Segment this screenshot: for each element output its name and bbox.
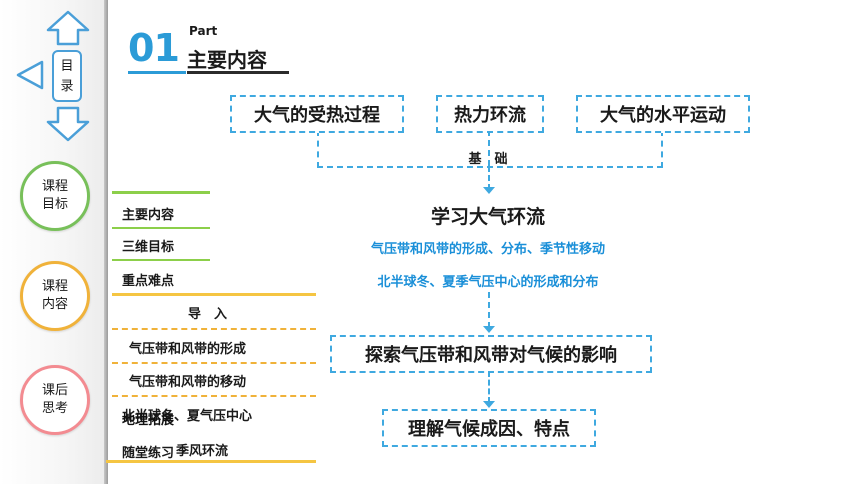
menu-item-movement[interactable]: 气压带和风带的移动 — [129, 375, 247, 390]
arrow-up-icon[interactable] — [44, 8, 92, 48]
connector-line — [488, 166, 490, 190]
arrow-head-icon — [483, 401, 495, 408]
section-number: 01 — [128, 26, 180, 70]
menu-item-pressure-centers[interactable]: 北半球冬、夏气压中心 — [122, 409, 253, 424]
menu-item-extension[interactable]: 地理拓展 — [122, 413, 175, 428]
connector-line — [488, 371, 490, 403]
divider — [112, 328, 316, 330]
part-label: Part — [189, 24, 218, 38]
menu-item-monsoon[interactable]: 季风环流 — [176, 444, 229, 459]
connector-bracket — [317, 130, 663, 168]
circle-label: 思考 — [41, 401, 68, 416]
menu-item-formation[interactable]: 气压带和风带的形成 — [129, 342, 247, 357]
circle-label: 目标 — [41, 197, 68, 212]
menu-item-intro[interactable]: 导 入 — [188, 307, 228, 322]
box-explore: 探索气压带和风带对气候的影响 — [330, 335, 652, 373]
divider — [112, 227, 210, 229]
menu-item-3d-goals[interactable]: 三维目标 — [122, 240, 175, 255]
connector-line — [488, 292, 490, 328]
circle-label: 课程 — [41, 279, 68, 294]
toc-char: 录 — [60, 79, 74, 94]
subtitle-line-2: 北半球冬、夏季气压中心的形成和分布 — [377, 275, 599, 290]
circle-label: 课程 — [41, 179, 68, 194]
box-horizontal-motion: 大气的水平运动 — [576, 95, 750, 133]
course-goal-button[interactable]: 课程目标 — [20, 161, 90, 231]
divider — [112, 191, 210, 194]
circle-label: 内容 — [41, 297, 68, 312]
connector-line — [488, 130, 490, 166]
box-understand: 理解气候成因、特点 — [382, 409, 596, 447]
box-thermal-circulation: 热力环流 — [436, 95, 544, 133]
menu-item-exercise[interactable]: 随堂练习 — [122, 446, 175, 461]
toc-char: 目 — [60, 59, 74, 74]
title-underline — [187, 71, 289, 74]
page-title: 主要内容 — [187, 48, 267, 72]
circle-label: 课后 — [41, 383, 68, 398]
arrow-head-icon — [483, 187, 495, 194]
subtitle-line-1: 气压带和风带的形成、分布、季节性移动 — [370, 242, 605, 257]
after-class-button[interactable]: 课后思考 — [20, 365, 90, 435]
basis-label: 基 础 — [468, 152, 508, 167]
divider — [106, 460, 316, 463]
box-heating-process: 大气的受热过程 — [230, 95, 404, 133]
arrow-down-icon[interactable] — [44, 104, 92, 144]
sidebar-divider — [104, 0, 108, 484]
arrow-head-icon — [483, 326, 495, 333]
menu-item-main-content[interactable]: 主要内容 — [122, 208, 175, 223]
menu-item-key-points[interactable]: 重点难点 — [122, 274, 175, 289]
main-title: 学习大气环流 — [430, 206, 545, 228]
divider — [112, 362, 316, 364]
divider — [112, 395, 316, 397]
title-underline-accent — [128, 71, 186, 74]
divider — [112, 293, 316, 296]
course-content-button[interactable]: 课程内容 — [20, 261, 90, 331]
arrow-left-icon[interactable] — [14, 58, 48, 92]
toc-button[interactable]: 目 录 — [52, 50, 82, 102]
divider — [112, 259, 210, 261]
